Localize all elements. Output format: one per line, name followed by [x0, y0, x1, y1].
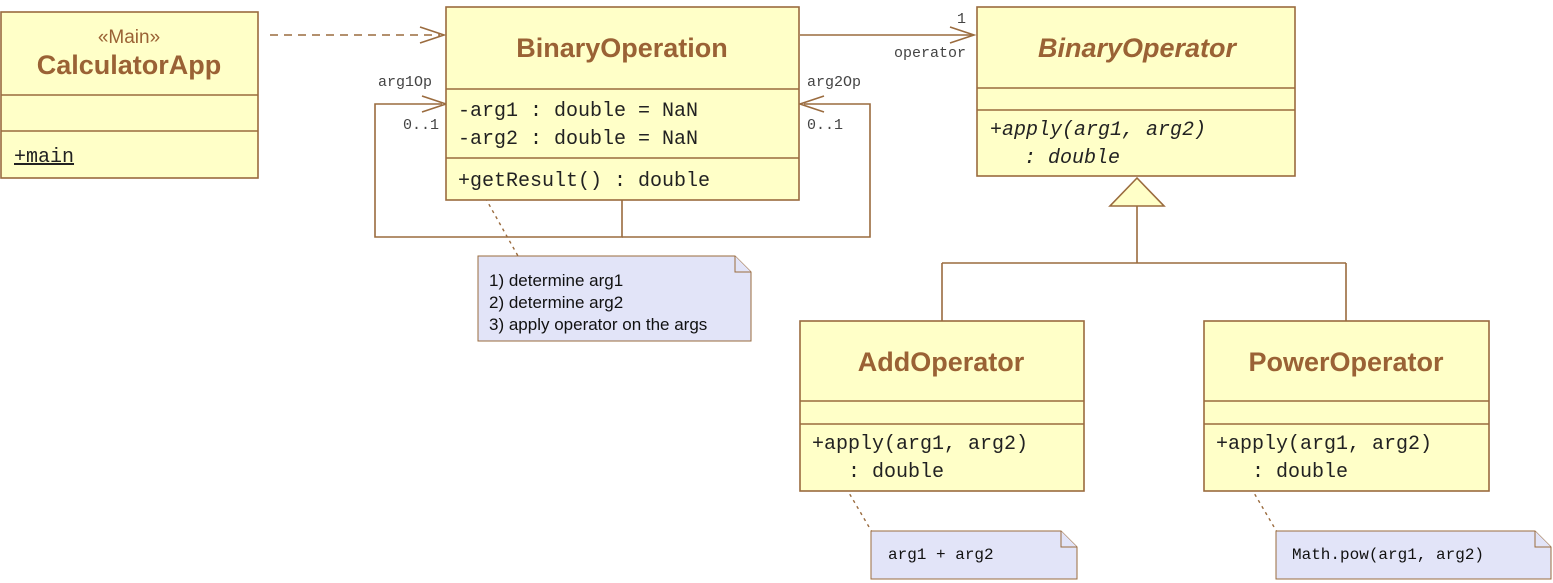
operation-apply-return: : double — [1024, 147, 1120, 170]
class-name: BinaryOperator — [1038, 33, 1238, 63]
operator-association — [800, 26, 977, 44]
arg2op-association — [622, 95, 871, 238]
arg2op-role-label: arg2Op — [807, 74, 861, 91]
class-name: AddOperator — [858, 347, 1025, 377]
note-line: 2) determine arg2 — [489, 293, 623, 312]
class-add-operator[interactable]: AddOperator +apply(arg1, arg2) : double — [799, 320, 1085, 492]
class-name: CalculatorApp — [37, 50, 222, 80]
operation-apply: +apply(arg1, arg2) — [812, 433, 1028, 456]
operator-role-label: operator — [894, 45, 966, 62]
class-name: BinaryOperation — [516, 33, 728, 63]
note-get-result[interactable]: 1) determine arg1 2) determine arg2 3) a… — [477, 255, 752, 342]
operation-apply-return: : double — [1252, 461, 1348, 484]
note-power[interactable]: Math.pow(arg1, arg2) — [1275, 530, 1552, 580]
generalization-arrow — [941, 176, 1347, 321]
operation-apply: +apply(arg1, arg2) — [990, 119, 1206, 142]
class-binary-operation[interactable]: BinaryOperation -arg1 : double = NaN -ar… — [445, 6, 800, 201]
operation-apply-return: : double — [848, 461, 944, 484]
note-anchor-add — [831, 463, 873, 533]
arg2op-multiplicity: 0..1 — [807, 117, 843, 134]
note-anchor-power — [1236, 463, 1278, 533]
operation-main: +main — [14, 146, 74, 169]
class-power-operator[interactable]: PowerOperator +apply(arg1, arg2) : doubl… — [1203, 320, 1490, 492]
arg1op-role-label: arg1Op — [378, 74, 432, 91]
attribute-arg1: -arg1 : double = NaN — [458, 100, 698, 123]
dependency-arrow — [270, 26, 447, 44]
note-text: arg1 + arg2 — [888, 546, 994, 564]
class-binary-operator[interactable]: BinaryOperator +apply(arg1, arg2) : doub… — [976, 6, 1296, 177]
note-anchor-get-result — [481, 191, 519, 257]
note-line: 3) apply operator on the args — [489, 315, 707, 334]
note-text: Math.pow(arg1, arg2) — [1292, 546, 1484, 564]
operation-apply: +apply(arg1, arg2) — [1216, 433, 1432, 456]
operator-multiplicity: 1 — [957, 11, 966, 28]
arg1op-multiplicity: 0..1 — [403, 117, 439, 134]
class-name: PowerOperator — [1248, 347, 1444, 377]
class-calculator-app[interactable]: «Main» CalculatorApp +main — [0, 11, 259, 179]
attribute-arg2: -arg2 : double = NaN — [458, 128, 698, 151]
stereotype-label: «Main» — [98, 27, 160, 48]
operation-get-result: +getResult() : double — [458, 170, 710, 193]
note-line: 1) determine arg1 — [489, 271, 623, 290]
note-add[interactable]: arg1 + arg2 — [870, 530, 1078, 580]
